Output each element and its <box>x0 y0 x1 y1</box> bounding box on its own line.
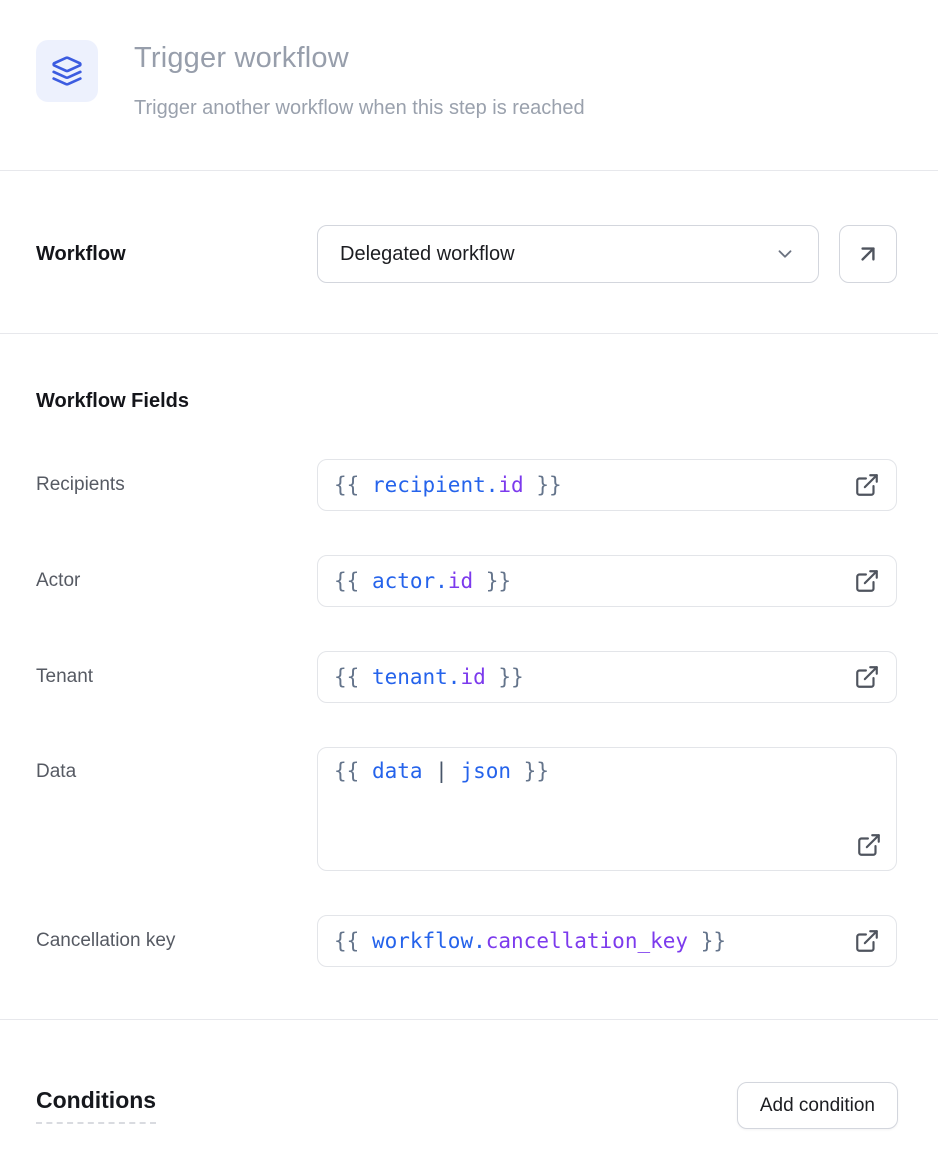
step-icon-badge <box>36 40 98 102</box>
tenant-input[interactable]: {{ tenant.id }} <box>317 651 897 703</box>
external-link-icon <box>854 568 880 594</box>
external-link-icon <box>854 664 880 690</box>
field-row-recipients: Recipients {{ recipient.id }} <box>36 459 897 511</box>
chevron-down-icon <box>774 243 796 265</box>
liquid-expression: {{ recipient.id }} <box>334 473 562 497</box>
liquid-expression: {{ workflow.cancellation_key }} <box>334 929 726 953</box>
expand-editor-button[interactable] <box>854 568 880 594</box>
liquid-expression: {{ data | json }} <box>334 759 549 783</box>
external-link-icon <box>854 928 880 954</box>
add-condition-button[interactable]: Add condition <box>736 1082 898 1129</box>
layers-icon <box>51 55 83 87</box>
workflow-label-col: Workflow <box>36 243 317 266</box>
step-header-text: Trigger workflow Trigger another workflo… <box>134 40 585 120</box>
liquid-expression: {{ actor.id }} <box>334 569 512 593</box>
field-row-tenant: Tenant {{ tenant.id }} <box>36 651 897 703</box>
workflow-controls: Delegated workflow <box>317 225 897 283</box>
expand-editor-button[interactable] <box>854 472 880 498</box>
field-label: Data <box>36 761 77 782</box>
liquid-expression: {{ tenant.id }} <box>334 665 524 689</box>
field-row-data: Data {{ data | json }} <box>36 747 897 871</box>
open-workflow-button[interactable] <box>839 225 897 283</box>
expand-editor-button[interactable] <box>856 832 882 858</box>
external-link-icon <box>854 472 880 498</box>
field-row-cancellation-key: Cancellation key {{ workflow.cancellatio… <box>36 915 897 967</box>
expand-editor-button[interactable] <box>854 928 880 954</box>
recipients-input[interactable]: {{ recipient.id }} <box>317 459 897 511</box>
arrow-up-right-icon <box>855 241 881 267</box>
expand-editor-button[interactable] <box>854 664 880 690</box>
field-label: Cancellation key <box>36 930 176 951</box>
page-subtitle: Trigger another workflow when this step … <box>134 97 585 119</box>
external-link-icon <box>856 832 882 858</box>
workflow-select-row: Workflow Delegated workflow <box>0 171 938 334</box>
workflow-fields-section: Workflow Fields Recipients {{ recipient.… <box>0 334 938 1019</box>
field-label: Tenant <box>36 666 94 687</box>
workflow-fields-heading: Workflow Fields <box>36 390 189 412</box>
actor-input[interactable]: {{ actor.id }} <box>317 555 897 607</box>
workflow-select[interactable]: Delegated workflow <box>317 225 819 283</box>
data-textarea[interactable]: {{ data | json }} <box>317 747 897 871</box>
conditions-section: Conditions Add condition <box>0 1020 938 1129</box>
field-label: Actor <box>36 570 81 591</box>
page-title: Trigger workflow <box>134 42 349 74</box>
field-row-actor: Actor {{ actor.id }} <box>36 555 897 607</box>
field-label: Recipients <box>36 474 125 495</box>
workflow-label: Workflow <box>36 242 126 265</box>
workflow-select-value: Delegated workflow <box>340 242 515 265</box>
conditions-heading: Conditions <box>36 1087 157 1124</box>
step-header: Trigger workflow Trigger another workflo… <box>0 0 938 171</box>
conditions-section-wrap: Conditions Add condition <box>0 1019 938 1129</box>
cancellation-key-input[interactable]: {{ workflow.cancellation_key }} <box>317 915 897 967</box>
